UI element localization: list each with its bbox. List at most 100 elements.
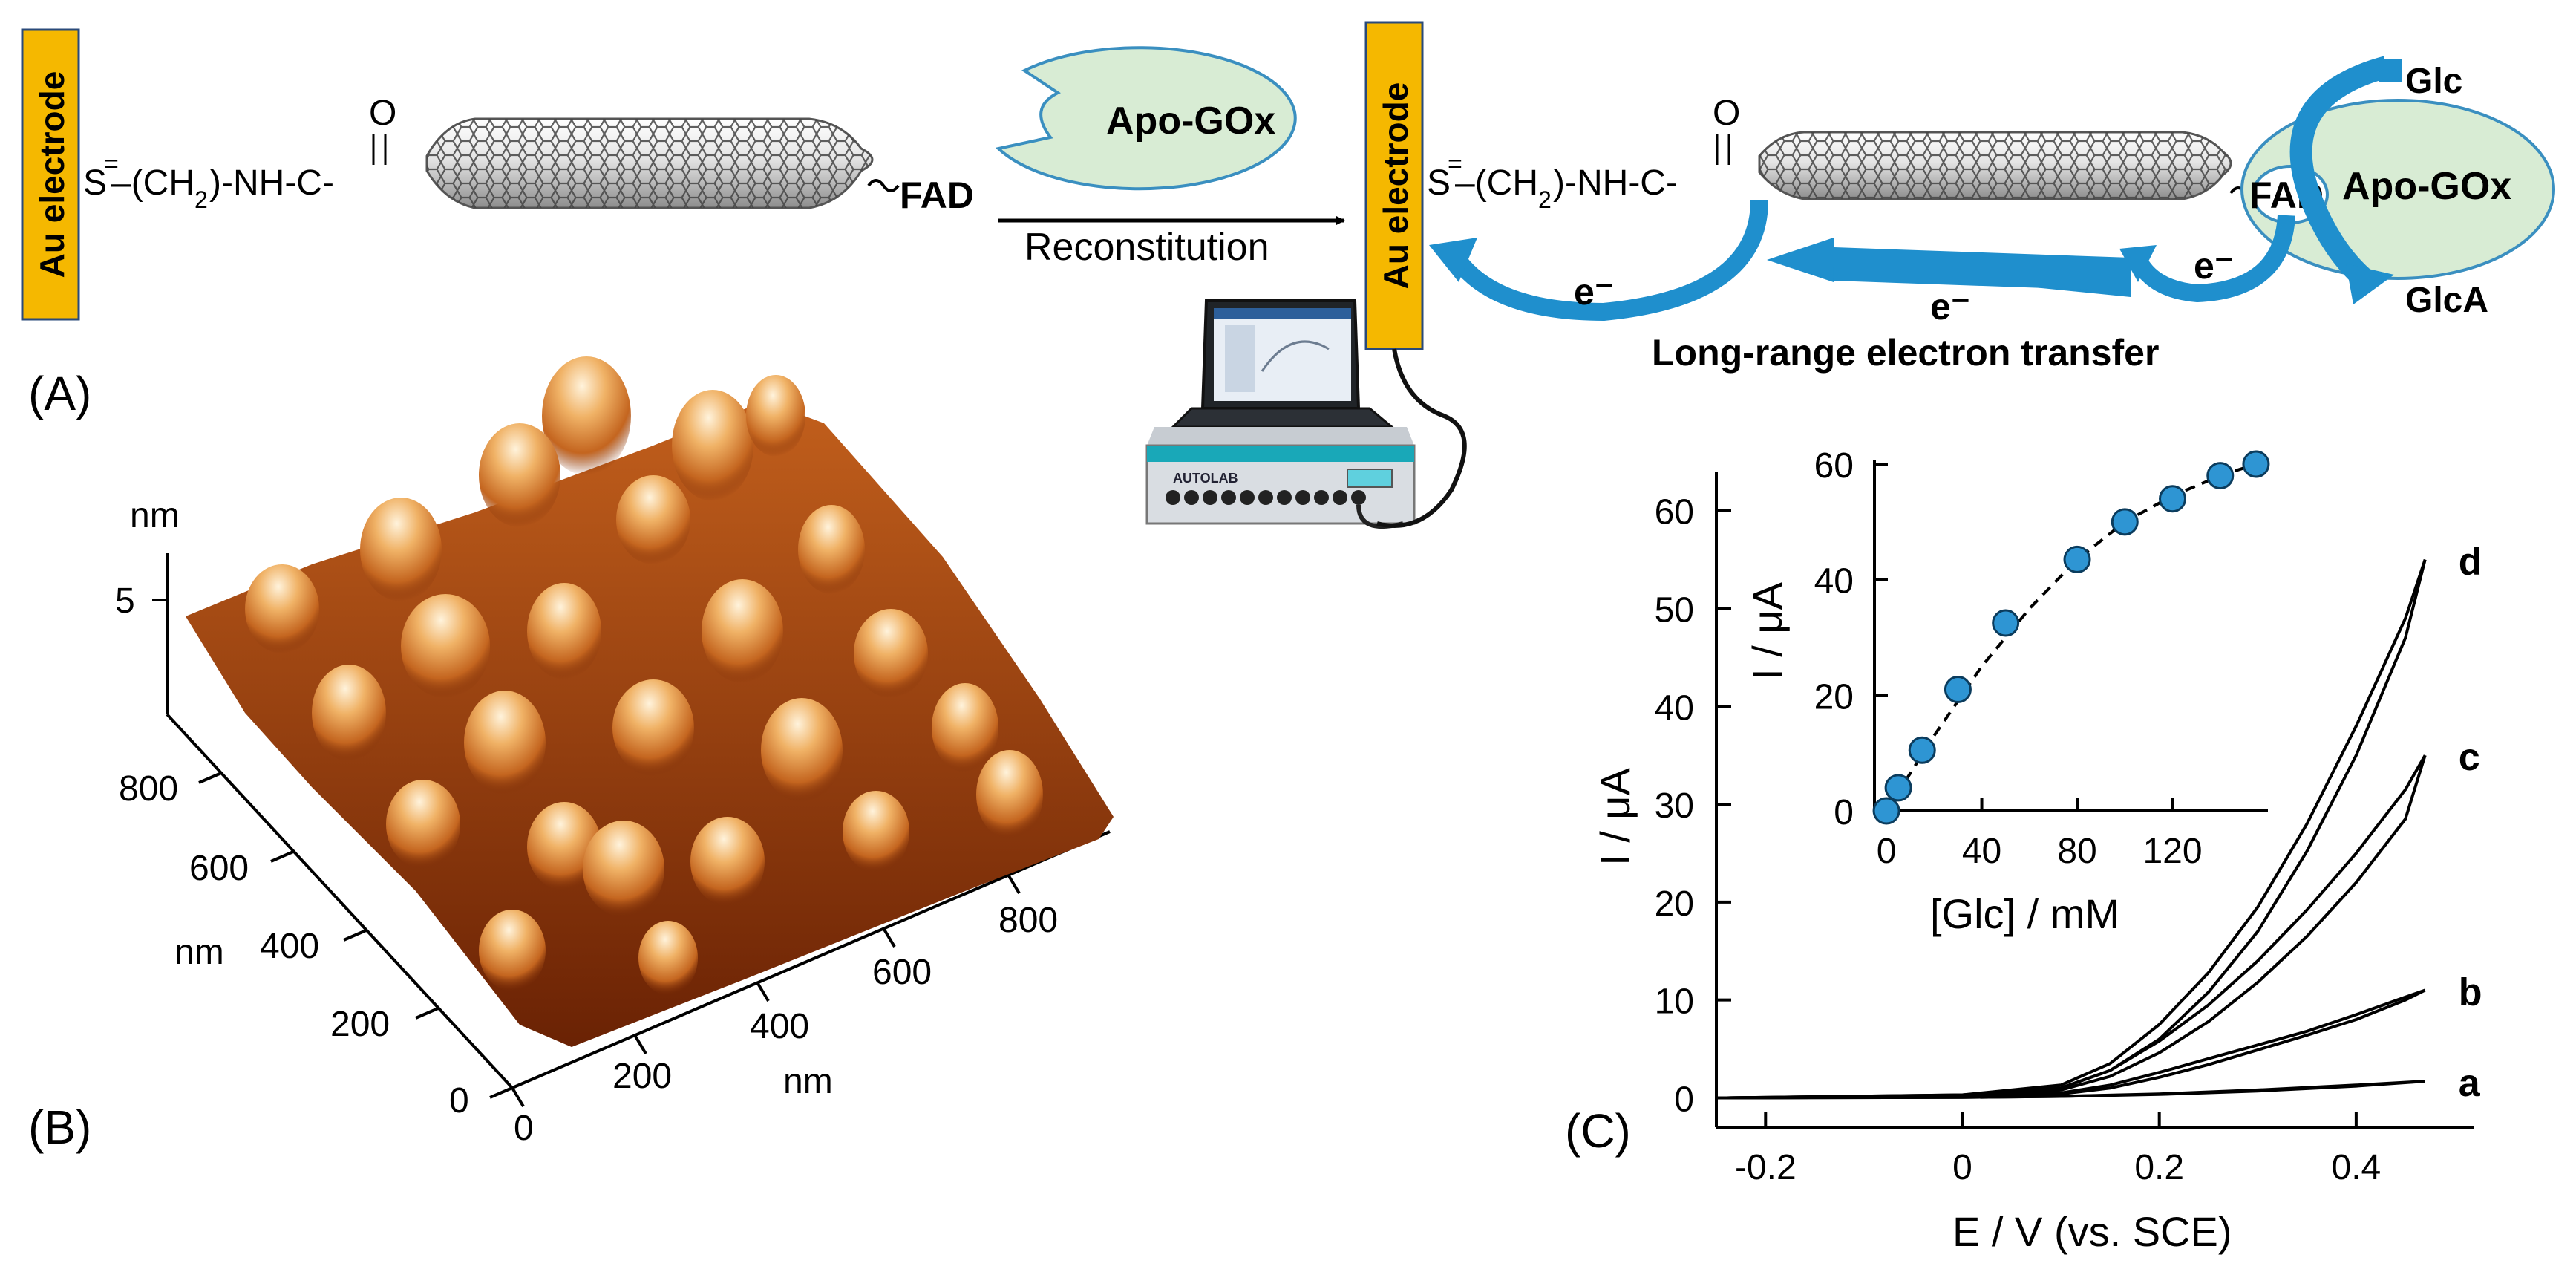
fad-label-left: FAD [900,175,974,216]
cv-label-c: c [2459,736,2480,779]
electron-label-2: e⁻ [1930,286,1970,327]
inset-data-point [2111,508,2139,536]
afm-x-unit: nm [783,1062,833,1101]
inset-y-tick-label: 60 [1814,446,1854,486]
inset-data-point [2206,462,2235,490]
panel-b: nm 5 0 200 400 600 800 nm 0 200 400 600 … [28,356,1114,1154]
potentiostat-icon: AUTOLAB [1145,427,1416,529]
linker-rest-2: -NH-C- [1565,163,1678,203]
inset-x-tick-label: 40 [1962,832,2001,871]
afm-z-unit: nm [130,496,180,535]
cv-y-tick-label: 60 [1655,493,1694,532]
inset-data-point [2242,450,2270,478]
afm-x-tick-800: 800 [998,901,1058,940]
long-range-label: Long-range electron transfer [1652,332,2159,374]
cv-ylabel: I / μA [1592,767,1638,866]
inset-xlabel: [Glc] / mM [1930,890,2119,937]
cv-x-tick-label: -0.2 [1735,1148,1797,1187]
electron-arrow-fad [2130,215,2295,303]
cv-x-tick-label: 0.4 [2332,1148,2382,1187]
afm-z-tick-label: 5 [115,581,135,621]
glc-arrow [2289,56,2390,291]
cv-x-tick-label: 0 [1952,1148,1972,1187]
inset-data-point [1872,797,1900,825]
afm-surface [186,356,1114,1047]
inset-data-point [1944,676,1972,704]
linker-sub-2: 2 [1538,186,1552,213]
inset-y-tick-label: 40 [1814,562,1854,601]
inset-ylabel: I / μA [1744,581,1791,680]
afm-y-tick-400: 400 [260,927,319,966]
afm-y-tick-800: 800 [119,769,178,809]
cv-curve-d-forward [1726,558,2427,1100]
panel-c-label: (C) [1565,1104,1631,1158]
panel-a: Au electrode S = –(CH 2 ) -NH-C- O FAD A… [21,21,2555,529]
linker-s-2: S [1427,163,1451,203]
inset-fit-curve [1885,463,2257,812]
cv-x-tick-label: 0.2 [2134,1148,2184,1187]
inset-x-tick-label: 0 [1877,832,1897,871]
afm-y-ticks [198,772,513,1099]
laptop-icon [1170,299,1396,428]
afm-x-tick-200: 200 [612,1057,672,1096]
inset-data-point [1908,736,1936,764]
afm-x-tick-400: 400 [750,1007,809,1046]
linker-close-2: ) [1553,163,1565,203]
electron-label-3: e⁻ [2194,245,2234,287]
carbonyl-o: O [369,94,396,133]
fad-tether-left [867,179,900,192]
linker-s-charge: = [104,150,119,178]
cv-curve-d-reverse [1726,559,2427,1100]
inset-data-point [2159,485,2187,513]
afm-y-tick-200: 200 [330,1005,390,1044]
panel-b-label: (B) [28,1100,91,1154]
electrode-right [1364,21,1424,350]
carbonyl-o-2: O [1713,94,1740,133]
inset-points [1872,450,2270,825]
afm-y-tick-0: 0 [449,1081,469,1121]
inset-data-point [2063,545,2091,573]
glc-label: Glc [2405,62,2462,101]
electron-arrow-cnt-head [1429,238,1477,282]
linker-s-charge-2: = [1448,150,1462,178]
electrode-right-label: Au electrode [1376,82,1415,290]
cv-y-tick-label: 50 [1655,591,1694,630]
inset-y-ticks: 0 20 40 60 [1814,446,1888,832]
cv-curve-c-reverse [1726,754,2427,1100]
reconstitution-label: Reconstitution [1024,226,1269,269]
cv-y-tick-label: 20 [1655,884,1694,924]
electron-arrow-long-body [1833,247,2131,291]
afm-y-tick-600: 600 [189,849,249,888]
linker-ch2-2: –(CH [1455,163,1538,203]
inset-data-point [1992,609,2020,637]
afm-y-unit: nm [174,933,224,972]
linker-close: ) [209,163,221,203]
cv-y-tick-label: 40 [1655,688,1694,728]
cv-curves [1726,558,2427,1100]
electron-arrow-cnt [1448,200,1768,322]
cv-y-tick-label: 30 [1655,786,1694,826]
afm-x-axis [511,830,1111,1089]
nanotube-right [1758,131,2232,200]
afm-x-tick-600: 600 [872,953,932,992]
apo-gox-label-right: Apo-GOx [2342,165,2511,208]
inset-y-tick-label: 0 [1834,793,1854,832]
glca-label: GlcA [2405,281,2488,320]
electrode-left [21,28,80,321]
electrode-cable [1376,348,1467,528]
apo-gox-left: Apo-GOx [995,46,1297,191]
instrument-label: AUTOLAB [1173,471,1238,486]
inset-y-tick-label: 20 [1814,677,1854,717]
linker-rest: -NH-C- [221,163,334,203]
cv-xlabel: E / V (vs. SCE) [1952,1208,2232,1255]
cv-label-b: b [2459,971,2482,1014]
electron-label-1: e⁻ [1574,271,1614,313]
cv-label-a: a [2459,1062,2481,1105]
panel-a-label: (A) [28,367,91,420]
nanotube-left [425,117,874,209]
linker-s: S [83,163,107,203]
